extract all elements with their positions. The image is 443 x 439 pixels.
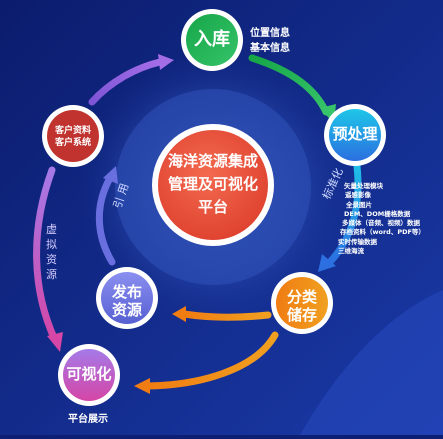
- center-line: 平台: [197, 198, 228, 216]
- virtual-char: 虚: [46, 223, 57, 236]
- data-list-item: 多媒体（音频、视频）数据: [342, 219, 420, 228]
- node-classify-line: 储存: [286, 306, 317, 324]
- data-list-item: 三维海流: [338, 247, 364, 256]
- arrow-head-preprocess-to-classify: [318, 254, 336, 272]
- data-list-item: 全景图片: [346, 200, 372, 209]
- ingest-info-label: 位置信息 基本信息: [250, 26, 290, 56]
- node-preprocess-label: 预处理: [332, 125, 378, 143]
- data-list-item: 存档资料（word、PDF等）: [340, 228, 425, 237]
- node-customer-line: 客户系统: [54, 138, 91, 148]
- arrow-customer-to-ingest: [88, 58, 164, 106]
- node-preprocess: [329, 109, 381, 161]
- node-ingest-label: 入库: [194, 29, 230, 50]
- arrow-head-classify-to-publish: [172, 306, 186, 322]
- node-classify: [276, 277, 328, 329]
- node-visualize: [63, 349, 115, 401]
- node-publish-line: 发布: [111, 283, 142, 301]
- node-publish: [101, 272, 153, 324]
- arrow-classify-to-visualize: [144, 331, 279, 390]
- node-publish-label: 发布 资源: [101, 283, 153, 319]
- ingest-info-line: 位置信息: [250, 28, 290, 39]
- node-publish-line: 资源: [111, 301, 142, 319]
- node-customer: [47, 110, 99, 162]
- node-visualize-label: 可视化: [66, 365, 112, 383]
- data-list-item: DEM、DOM栅格数据: [344, 209, 411, 218]
- arrow-head-publish-cite: [103, 166, 118, 184]
- arrow-customer-to-visualize: [33, 166, 59, 344]
- arrow-classify-to-publish: [180, 310, 272, 321]
- arrow-head-customer-to-visualize: [47, 332, 63, 352]
- center-circle: [158, 130, 268, 240]
- data-list-item: 遥感影像: [345, 191, 371, 200]
- node-customer-label: 客户资料 客户系统: [48, 125, 98, 149]
- arrow-ingest-to-preprocess: [248, 54, 330, 116]
- arrow-head-classify-to-visualize: [134, 378, 150, 394]
- center-line: 海洋资源集成: [167, 152, 258, 170]
- data-list: 矢量处理模块 遥感影像 全景图片 DEM、DOM栅格数据 多媒体（音频、视频）数…: [338, 182, 425, 256]
- node-classify-label: 分类 储存: [276, 288, 328, 324]
- arrow-preprocess-to-classify: [326, 154, 362, 266]
- ingest-info-line: 基本信息: [250, 43, 290, 54]
- background-wave: [300, 290, 443, 435]
- virtual-char: 拟: [46, 238, 57, 251]
- arrow-head-customer-to-ingest: [158, 54, 174, 70]
- center-title: 海洋资源集成 管理及可视化 平台: [163, 150, 263, 219]
- node-ingest: [186, 14, 238, 66]
- data-list-item: 实时传输数据: [338, 237, 377, 246]
- node-customer-line: 客户资料: [54, 126, 91, 136]
- platform-show-label: 平台展示: [68, 414, 108, 425]
- arrow-publish-to-customer-cite: [95, 174, 116, 266]
- virtual-resources-label: 虚 拟 资 源: [46, 222, 60, 282]
- center-line: 管理及可视化: [167, 175, 258, 193]
- node-classify-line: 分类: [286, 288, 317, 306]
- virtual-char: 资: [46, 253, 57, 266]
- data-list-item: 矢量处理模块: [344, 182, 383, 190]
- virtual-char: 源: [46, 268, 57, 281]
